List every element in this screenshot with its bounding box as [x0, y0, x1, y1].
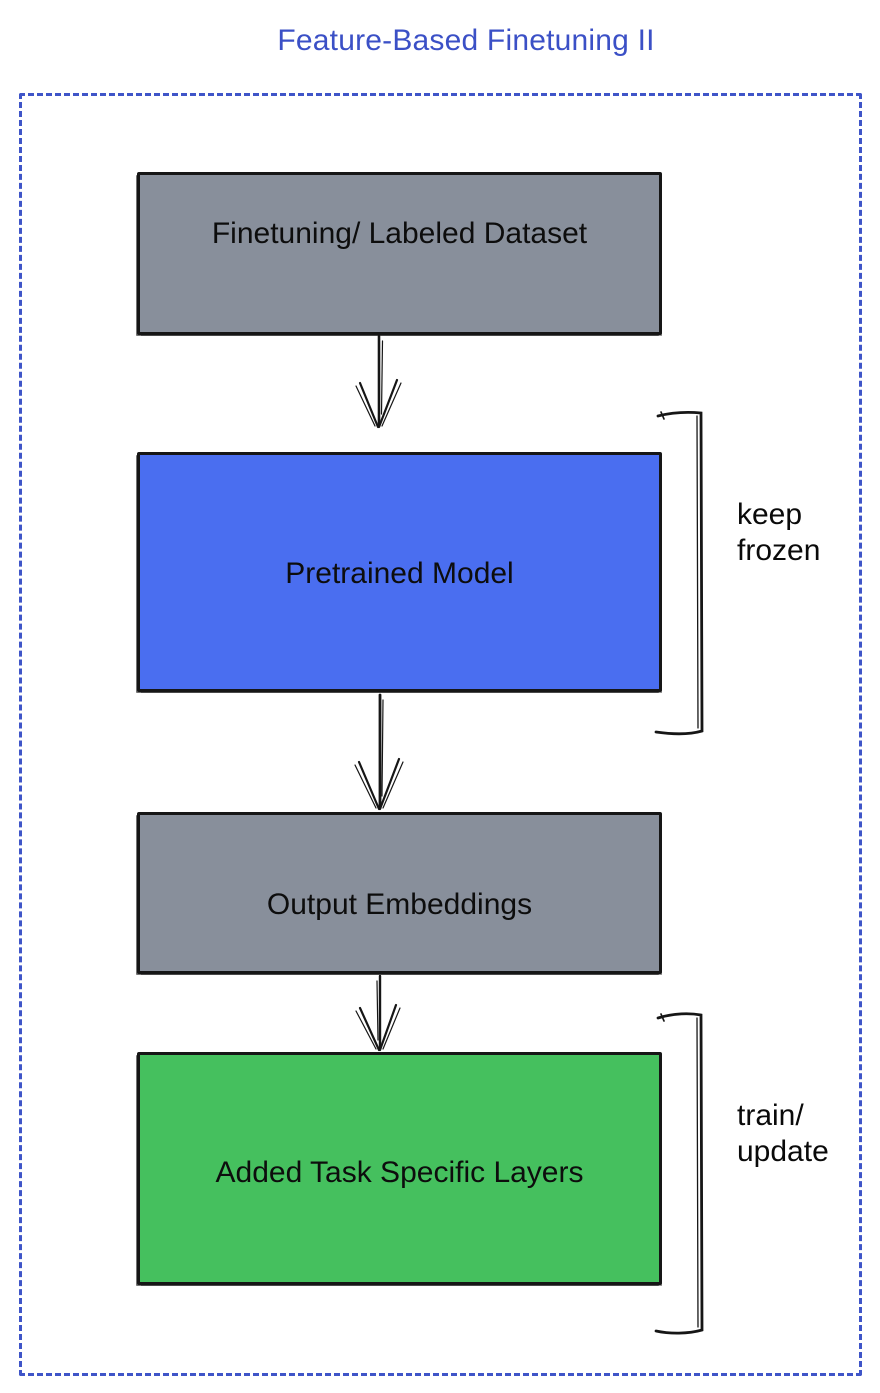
annotation-line: frozen — [737, 534, 821, 567]
dotted-boundary — [19, 93, 862, 1376]
flow-box-dataset: Finetuning/ Labeled Dataset — [137, 172, 662, 335]
flow-box-output-embeddings: Output Embeddings — [137, 812, 662, 974]
flow-box-label: Added Task Specific Layers — [215, 1155, 584, 1189]
annotation-line: update — [737, 1135, 829, 1168]
flow-box-pretrained-model: Pretrained Model — [137, 452, 662, 692]
flow-box-label: Finetuning/ Labeled Dataset — [211, 216, 588, 250]
flow-box-label: Output Embeddings — [266, 888, 533, 921]
annotation-line: keep — [737, 498, 803, 531]
flow-box-task-specific-layers: Added Task Specific Layers — [137, 1052, 662, 1285]
annotation-line: train/ — [737, 1099, 804, 1132]
annotation-keep-frozen: keep frozen — [737, 497, 820, 569]
flow-box-label: Pretrained Model — [285, 557, 514, 590]
annotation-train-update: train/ update — [737, 1098, 829, 1170]
diagram-title: Feature-Based Finetuning II — [277, 24, 655, 57]
